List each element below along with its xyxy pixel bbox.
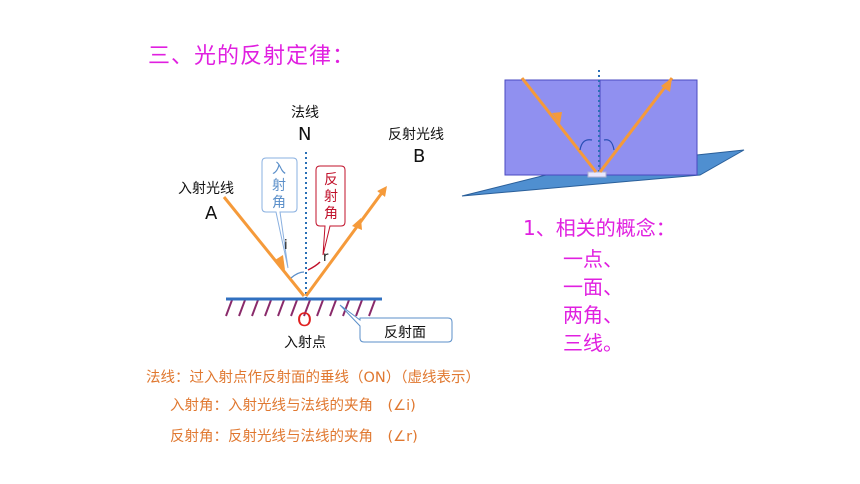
definition-reflection-angle: 反射角：反射光线与法线的夹角 (∠r) [170,429,418,445]
concept-item: 一面、 [563,275,623,299]
reflection-callout-box [315,165,346,256]
incidence-callout-box [261,157,298,269]
reflected-ray-label: 反射光线 [388,127,444,143]
slide-title: 三、光的反射定律： [148,44,356,69]
incidence-point-label: 入射点 [284,335,326,351]
concept-item: 两角、 [563,303,623,327]
angle-r-label: r [323,250,329,265]
definition-incidence-angle: 入射角：入射光线与法线的夹角 (∠i) [170,398,416,414]
normal-label: 法线 [291,105,319,121]
incident-ray-arrow [275,255,285,270]
reflection-angle-arc [307,261,321,271]
angle-i-label: i [284,238,288,253]
concepts-heading: 1、相关的概念： [523,216,676,240]
normal-letter: N [298,124,312,145]
incident-ray [222,196,306,297]
incidence-point-letter: O [297,309,312,331]
panel-angle-arc-right [603,139,615,151]
incident-ray-letter: A [205,203,218,224]
reflected-ray-arrow [352,218,362,230]
incident-ray-label: 入射光线 [178,181,234,197]
reflected-ray-letter: B [413,146,426,167]
panel-reflected-arrow [661,78,672,92]
panel-angle-arc-left [579,139,593,151]
concept-item: 三线。 [563,331,623,355]
incidence-angle-callout: 入射角 [272,161,286,211]
incidence-angle-arc [290,271,305,279]
surface-hatching [225,299,376,317]
panel-incident-arrow [552,112,562,124]
concept-item: 一点、 [563,247,623,271]
reflected-ray [304,185,387,297]
definition-normal: 法线：过入射点作反射面的垂线（ON）（虚线表示） [146,370,481,386]
surface-label: 反射面 [384,325,426,341]
mirror-spot [587,171,607,178]
panel-incident-ray [520,77,598,173]
panel-reflected-ray [598,77,674,173]
reflection-angle-callout: 反射角 [324,172,338,222]
surface-callout-box [339,304,453,343]
